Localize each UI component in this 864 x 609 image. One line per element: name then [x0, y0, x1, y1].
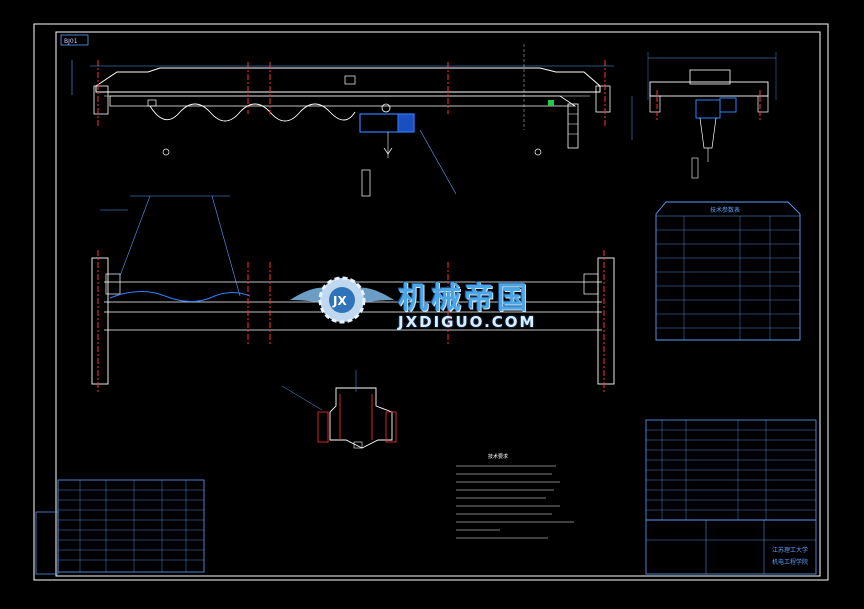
watermark-logo: JX [290, 276, 394, 324]
org-line-2: 机电工程学院 [772, 558, 808, 566]
watermark-chinese: 机械帝国 [398, 281, 530, 316]
front-elevation [71, 44, 614, 197]
parts-table-left [35, 479, 205, 575]
girder-section [281, 370, 397, 449]
watermark-domain: JXDIGUO.COM [398, 313, 537, 331]
sheet-label-box [60, 34, 89, 46]
title-block: 江苏理工大学 机电工程学院 [645, 419, 817, 575]
plan-view [91, 195, 615, 392]
param-table-title: 技术参数表 [710, 206, 740, 214]
sheet-label: BJ01 [64, 38, 78, 45]
parameter-table: 技术参数表 [655, 201, 801, 341]
logo-letters: JX [332, 294, 347, 308]
org-line-1: 江苏理工大学 [772, 546, 808, 554]
sheet-border [33, 23, 829, 581]
frame-border [55, 31, 821, 577]
technical-notes: 技术要求 [456, 453, 574, 539]
notes-title: 技术要求 [488, 453, 508, 460]
side-elevation [631, 52, 777, 179]
